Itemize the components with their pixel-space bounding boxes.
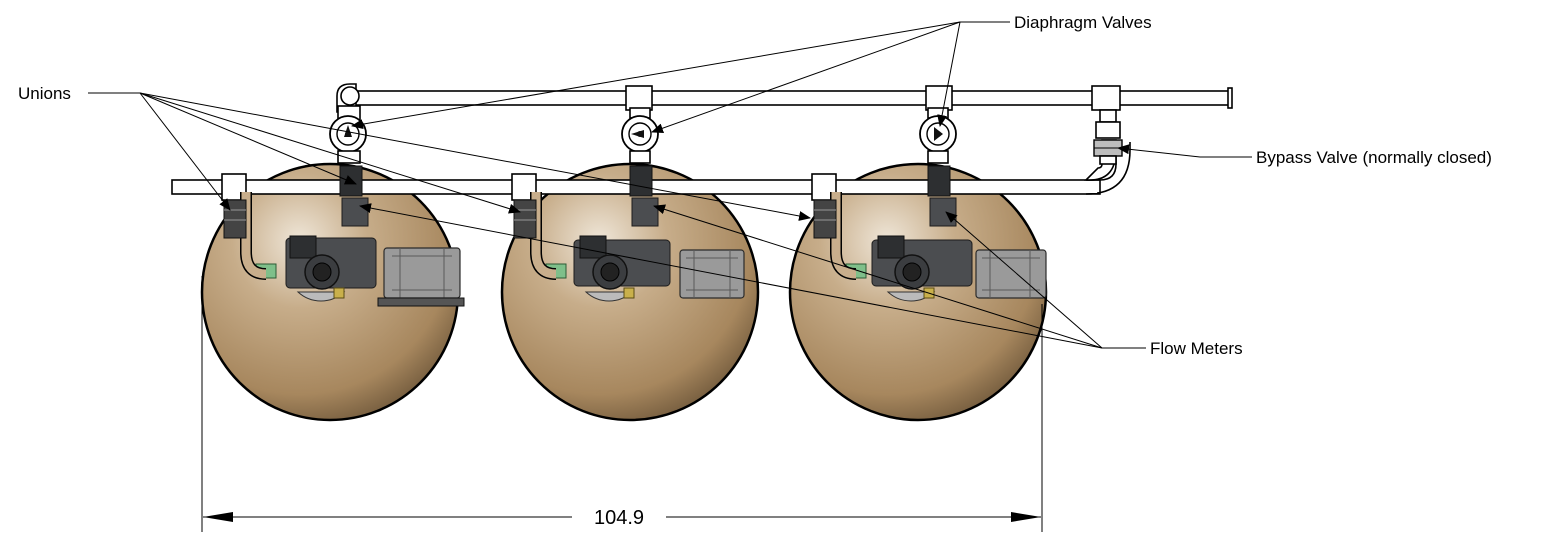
label-flow-meters: Flow Meters — [1150, 339, 1243, 358]
control-valve-assembly-1 — [223, 165, 465, 307]
diaphragm-valve-3 — [919, 107, 957, 164]
control-valve-assembly-2 — [513, 165, 745, 302]
leader-flow-meters — [359, 203, 1146, 349]
label-unions: Unions — [18, 84, 71, 103]
dimension-value: 104.9 — [594, 507, 644, 529]
bypass-valve — [1093, 109, 1123, 165]
diaphragm-valve-2 — [621, 107, 659, 164]
leader-diaphragm-valves — [351, 21, 1010, 134]
label-diaphragm-valves: Diaphragm Valves — [1014, 13, 1152, 32]
leader-bypass-valve — [1117, 144, 1252, 158]
upper-header-pipe — [336, 83, 1233, 113]
label-bypass-valve: Bypass Valve (normally closed) — [1256, 148, 1492, 167]
control-valve-assembly-3 — [813, 165, 1047, 302]
leader-unions — [88, 92, 811, 221]
overall-width-dimension: 104.9 — [201, 276, 1043, 532]
